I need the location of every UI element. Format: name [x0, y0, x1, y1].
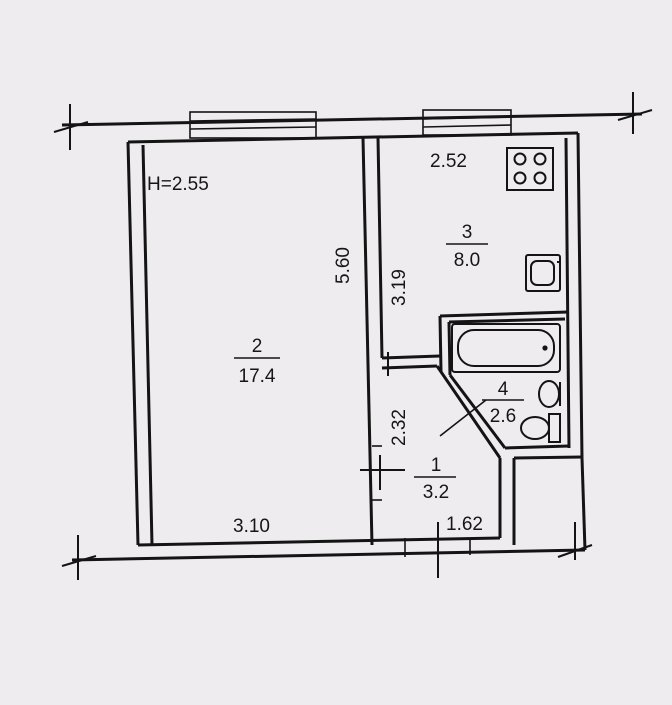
bath-top-wall [439, 310, 569, 318]
bath-bottom-outer [513, 455, 583, 460]
kitchen-sink-icon [525, 254, 561, 292]
door-openings [372, 445, 471, 557]
left-wall-outer [126, 141, 140, 546]
hall-depth-label: 2.32 [389, 409, 410, 446]
dimension-ticks [53, 92, 653, 580]
bathtub-icon [451, 323, 561, 373]
living-depth-label: 5.60 [333, 247, 354, 284]
room-4-area: 2.6 [490, 406, 516, 427]
bath-top-wall-inner [448, 317, 566, 324]
ceiling-height-label: H=2.55 [147, 174, 209, 195]
partition-kitchen-left [376, 137, 384, 359]
kitchen-width-label: 2.52 [430, 151, 467, 172]
windows [189, 109, 512, 139]
partition-living-left [361, 137, 374, 546]
kitchen-depth-label: 3.19 [389, 269, 410, 306]
living-width-label: 3.10 [233, 516, 270, 537]
right-wall-lower [580, 457, 587, 551]
bath-diag-inner [448, 374, 507, 449]
top-wall-outer [61, 112, 643, 127]
room-3-number: 3 [462, 222, 473, 243]
room-2-area: 17.4 [239, 366, 276, 387]
room-label-bars [234, 243, 524, 478]
hall-width-label: 1.62 [446, 514, 483, 535]
room-3-area: 8.0 [454, 250, 480, 271]
bottom-wall-inner [137, 536, 501, 547]
stove-icon [506, 147, 554, 191]
walls [61, 112, 643, 562]
room-1-area: 3.2 [423, 482, 449, 503]
toilet-icon [520, 413, 561, 443]
right-wall-outer [576, 132, 584, 459]
right-wall-inner [564, 137, 571, 449]
bath-diagonal-wall [435, 365, 502, 459]
bath-bottom-wall [504, 444, 570, 450]
window-kitchen [422, 109, 512, 136]
bath-left-wall [438, 315, 443, 373]
bottom-wall-outer [71, 548, 586, 562]
washbasin-icon [538, 380, 561, 408]
left-wall-inner [141, 144, 154, 546]
window-living [189, 111, 317, 139]
hall-top-wall [381, 364, 438, 370]
bath-left-wall-inner [447, 321, 452, 376]
room-2-number: 2 [252, 336, 263, 357]
room-4-number: 4 [498, 379, 509, 400]
room-1-number: 1 [431, 455, 442, 476]
kitchen-bottom-wall [381, 354, 441, 360]
